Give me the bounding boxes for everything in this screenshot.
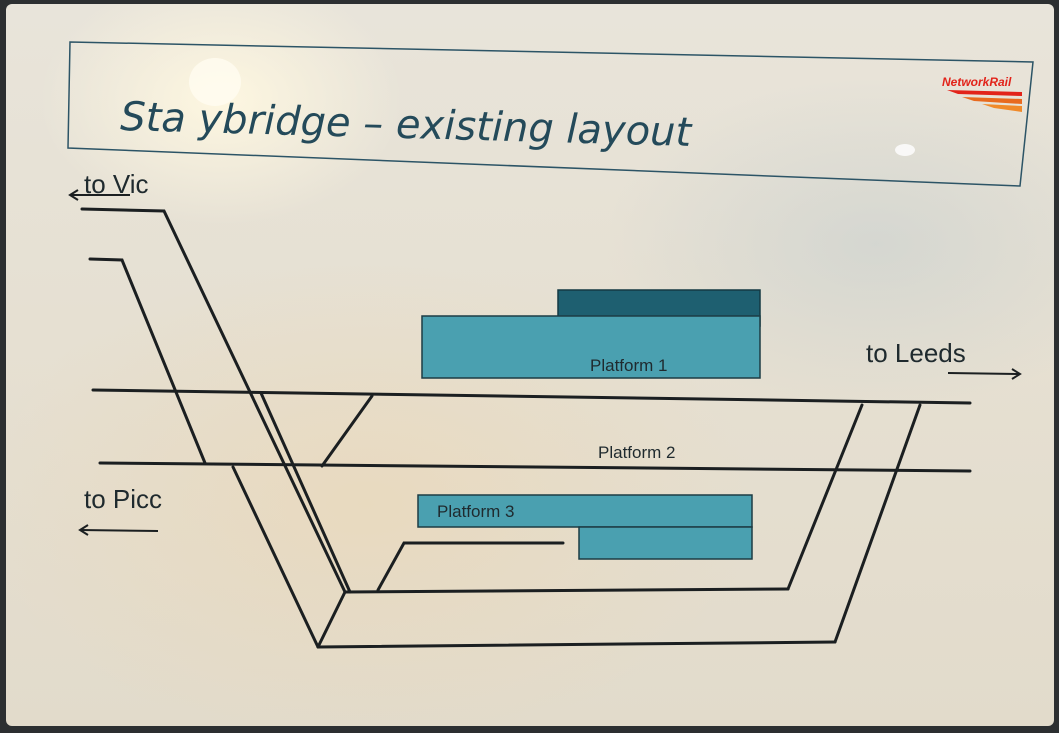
to-picc-label: to Picc: [84, 484, 162, 514]
to-leeds-label: to Leeds: [866, 338, 966, 368]
platform-2-label: Platform 2: [598, 443, 675, 462]
upper-main-line: [91, 388, 972, 405]
right-arrow-icon: [1011, 368, 1022, 380]
platform-3: Platform 3: [417, 494, 753, 560]
vic-line-outer: [80, 207, 347, 594]
loop-west-outer: [231, 465, 320, 649]
picc-arrow-line: [79, 529, 159, 532]
platform-1-block: [421, 315, 761, 379]
title-border: [67, 41, 1034, 187]
platform-3-block: [417, 494, 753, 528]
crossover-west: [259, 391, 352, 594]
glare-reflection-2: [895, 144, 915, 156]
loop-east-inner: [786, 403, 864, 591]
leeds-arrow-line: [947, 372, 1021, 375]
platform-1: Platform 1: [421, 289, 761, 379]
vic-line-inner: [88, 257, 207, 465]
platform-3-siding: [376, 541, 565, 592]
destination-vic: to Vic: [68, 169, 149, 201]
platform-3-loop: [343, 587, 790, 594]
loop-east-outer: [833, 403, 922, 644]
destination-picc: to Picc: [78, 484, 162, 536]
logo-chevron-icon-3: [982, 104, 1022, 112]
outer-loop: [316, 640, 837, 649]
logo-wordmark: NetworkRail: [942, 75, 1012, 89]
left-arrow-icon: [68, 189, 79, 201]
crossover-middle: [320, 394, 374, 468]
lower-main-line: [98, 461, 972, 473]
platform-3-bay: [578, 526, 753, 560]
loop-west-link: [316, 590, 347, 649]
destination-leeds: to Leeds: [866, 338, 1022, 380]
track-network: [80, 207, 972, 649]
network-rail-logo: NetworkRail: [942, 75, 1022, 112]
logo-chevron-icon: [947, 90, 1022, 96]
glare-reflection: [189, 58, 241, 106]
platform-1-label: Platform 1: [590, 356, 667, 375]
platform-3-label: Platform 3: [437, 502, 514, 521]
left-arrow-icon-2: [78, 524, 89, 536]
logo-chevron-icon-2: [962, 97, 1022, 104]
